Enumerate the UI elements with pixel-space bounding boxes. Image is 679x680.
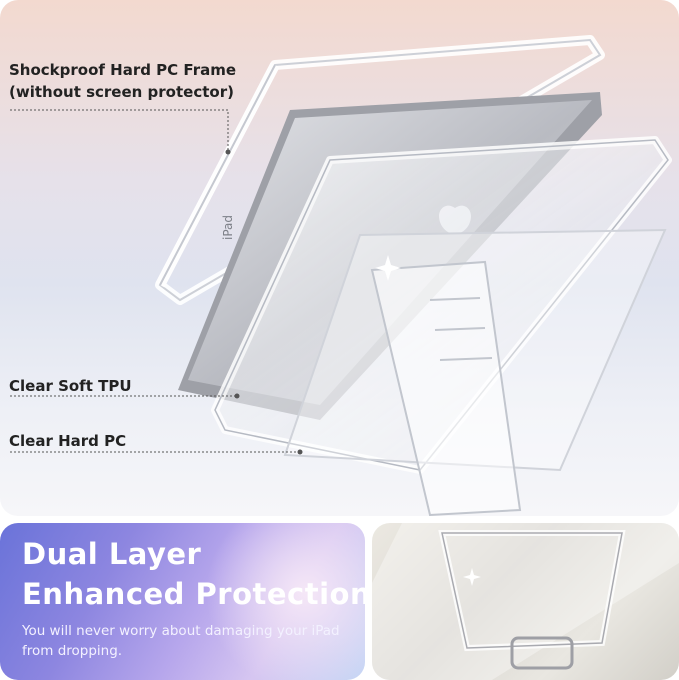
feature-title-line2: Enhanced Protection <box>22 577 365 611</box>
hard-pc-back <box>283 228 667 516</box>
feature-card: Dual Layer Enhanced Protection You will … <box>0 523 365 680</box>
card-glow <box>205 523 365 680</box>
exploded-case-illustration: iPad <box>10 38 669 516</box>
feature-title-line1: Dual Layer <box>22 537 202 571</box>
callout-leaders <box>10 109 298 453</box>
sparkle-icon <box>375 255 401 281</box>
callout-soft-tpu: Clear Soft TPU <box>9 377 132 395</box>
kickstand <box>370 260 522 516</box>
closeup-illustration <box>372 523 679 680</box>
feature-description: You will never worry about damaging your… <box>22 623 340 659</box>
callout-pc-frame: Shockproof Hard PC Frame (without screen… <box>9 59 236 103</box>
callout-pc-frame-line2: (without screen protector) <box>9 83 234 101</box>
ipad-engraving: iPad <box>221 215 235 240</box>
callout-pc-frame-line1: Shockproof Hard PC Frame <box>9 61 237 79</box>
callout-hard-pc: Clear Hard PC <box>9 432 127 450</box>
exploded-view-panel: iPad <box>0 0 679 516</box>
detail-closeup-photo <box>372 523 679 680</box>
sparkle-icon <box>463 568 481 586</box>
